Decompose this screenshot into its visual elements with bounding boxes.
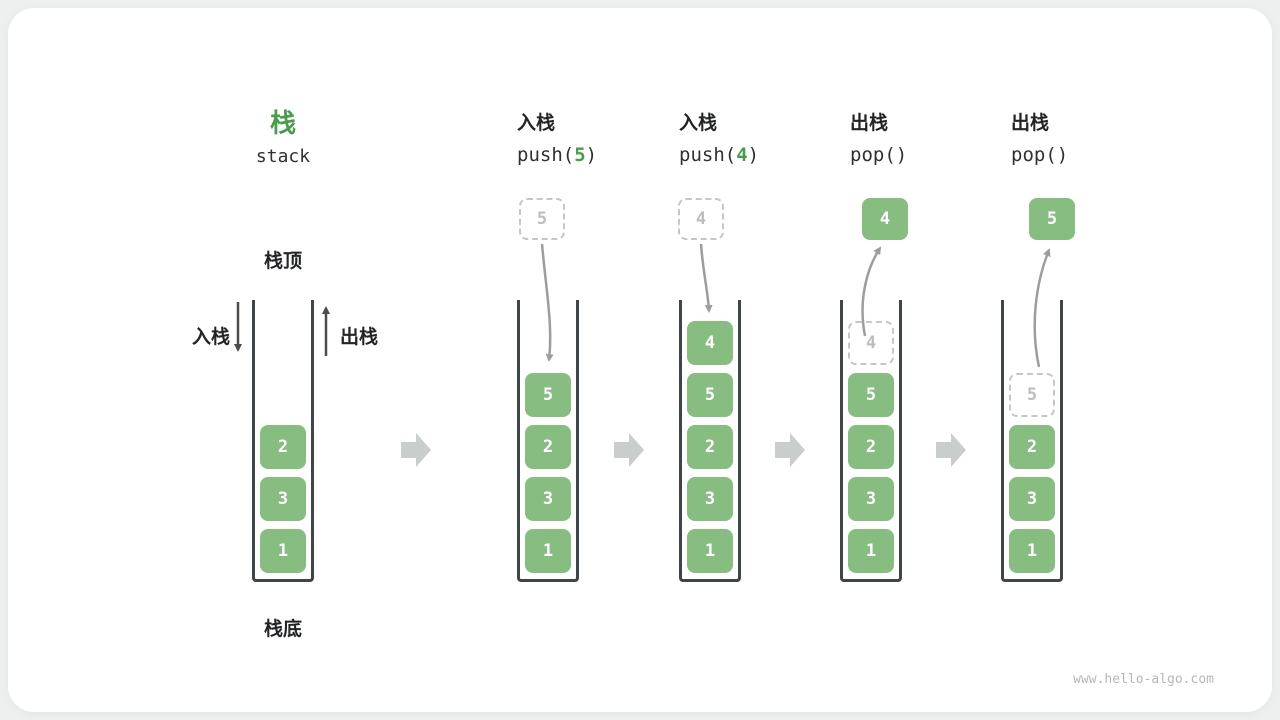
code-post: ) bbox=[585, 144, 598, 166]
code-post: ) bbox=[1056, 144, 1069, 166]
watermark: www.hello-algo.com bbox=[1073, 672, 1214, 687]
stack-cell: 3 bbox=[848, 477, 894, 521]
step-action-label: 出栈 bbox=[850, 113, 889, 134]
ghost-cell: 5 bbox=[1009, 373, 1055, 417]
diagram-card bbox=[8, 8, 1272, 712]
step-code: push(5) bbox=[517, 144, 597, 166]
code-pre: push( bbox=[517, 144, 575, 166]
code-pre: pop( bbox=[1011, 144, 1057, 166]
stack-cell: 1 bbox=[687, 529, 733, 573]
stack-cell: 2 bbox=[687, 425, 733, 469]
stack-cell: 1 bbox=[848, 529, 894, 573]
stack-cell: 3 bbox=[687, 477, 733, 521]
stack-cell: 3 bbox=[260, 477, 306, 521]
diagram-title-en: stack bbox=[255, 146, 311, 167]
ghost-cell: 4 bbox=[848, 321, 894, 365]
stack-cell: 2 bbox=[1009, 425, 1055, 469]
step-action-label: 入栈 bbox=[679, 113, 718, 134]
stack-cell: 5 bbox=[848, 373, 894, 417]
stack-cell: 1 bbox=[260, 529, 306, 573]
stack-cell: 2 bbox=[525, 425, 571, 469]
code-pre: pop( bbox=[850, 144, 896, 166]
code-arg: 4 bbox=[736, 144, 748, 166]
step-code: pop() bbox=[1011, 144, 1068, 166]
stack-top-label: 栈顶 bbox=[263, 251, 303, 272]
stack-cell: 4 bbox=[687, 321, 733, 365]
stack-cell: 5 bbox=[525, 373, 571, 417]
step-code: push(4) bbox=[679, 144, 759, 166]
stack-cell: 5 bbox=[687, 373, 733, 417]
floating-cell: 4 bbox=[862, 198, 908, 240]
stack-cell: 3 bbox=[1009, 477, 1055, 521]
stack-cell: 2 bbox=[260, 425, 306, 469]
stack-cell: 1 bbox=[525, 529, 571, 573]
stack-cell: 2 bbox=[848, 425, 894, 469]
step-action-label: 出栈 bbox=[1011, 113, 1050, 134]
floating-cell: 4 bbox=[678, 198, 724, 240]
code-post: ) bbox=[747, 144, 760, 166]
step-code: pop() bbox=[850, 144, 907, 166]
code-arg: 5 bbox=[574, 144, 586, 166]
diagram-title-zh: 栈 bbox=[269, 108, 297, 138]
code-pre: push( bbox=[679, 144, 737, 166]
stack-bottom-label: 栈底 bbox=[263, 619, 303, 640]
floating-cell: 5 bbox=[519, 198, 565, 240]
stack-cell: 1 bbox=[1009, 529, 1055, 573]
stack-cell: 3 bbox=[525, 477, 571, 521]
pop-direction-label: 出栈 bbox=[340, 327, 379, 348]
push-direction-label: 入栈 bbox=[192, 327, 231, 348]
floating-cell: 5 bbox=[1029, 198, 1075, 240]
step-action-label: 入栈 bbox=[517, 113, 556, 134]
code-post: ) bbox=[895, 144, 908, 166]
